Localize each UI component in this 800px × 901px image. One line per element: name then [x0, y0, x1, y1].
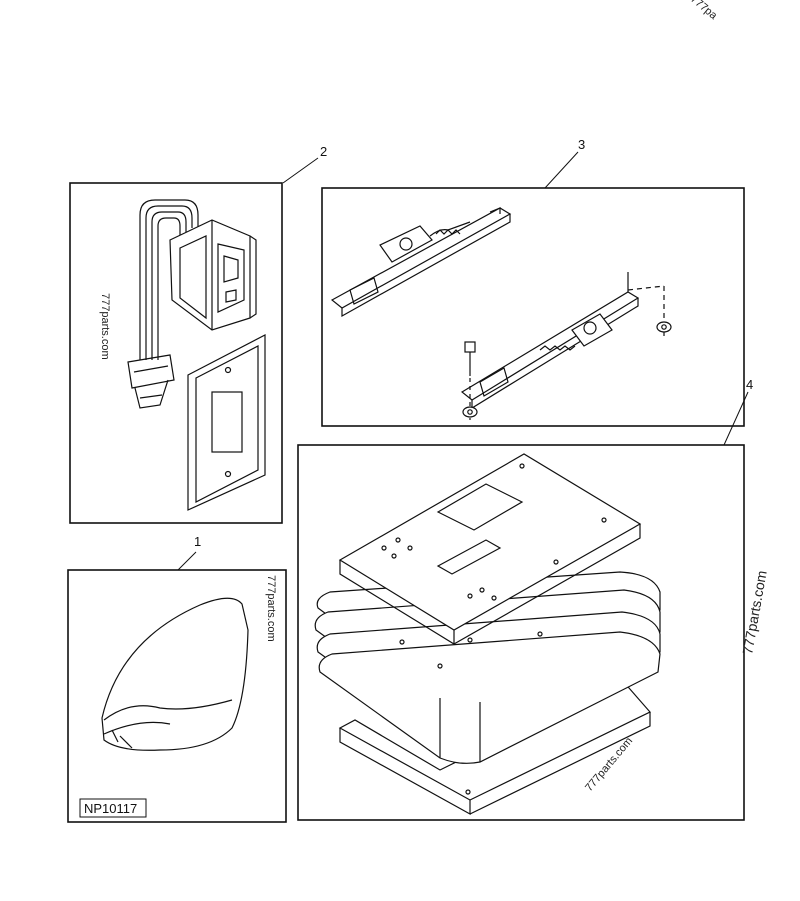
panel-part-3[interactable]: [321, 187, 745, 427]
panel-part-2[interactable]: 777parts.com: [69, 182, 283, 524]
panel-part-4[interactable]: 777parts.com: [297, 444, 745, 821]
wire-harness-drawing: [127, 199, 199, 409]
watermark-panel-1: 777parts.com: [265, 575, 277, 642]
panel-part-1[interactable]: 777parts.com NP10117: [67, 569, 287, 823]
svg-text:2: 2: [320, 144, 327, 159]
callout-3: 3: [544, 137, 585, 189]
armrest-drawing: [101, 597, 249, 751]
switch-bezel-plate: [187, 334, 266, 511]
suspension-base-drawing: [314, 453, 661, 816]
rocker-switch-drawing: [169, 219, 257, 331]
svg-text:3: 3: [578, 137, 585, 152]
callout-1: 1: [177, 534, 201, 571]
watermark-panel-4-center: 777parts.com: [583, 735, 635, 794]
callout-2: 2: [282, 144, 327, 184]
seat-rail-upper-drawing: [330, 207, 512, 318]
svg-text:1: 1: [194, 534, 201, 549]
figure-code: NP10117: [84, 801, 137, 816]
watermark-panel-2: 777parts.com: [99, 293, 111, 360]
seat-rail-lower-drawing: [460, 272, 672, 420]
svg-text:4: 4: [746, 377, 753, 392]
corner-watermark: 777pa: [688, 0, 720, 23]
callout-4: 4: [723, 377, 753, 446]
